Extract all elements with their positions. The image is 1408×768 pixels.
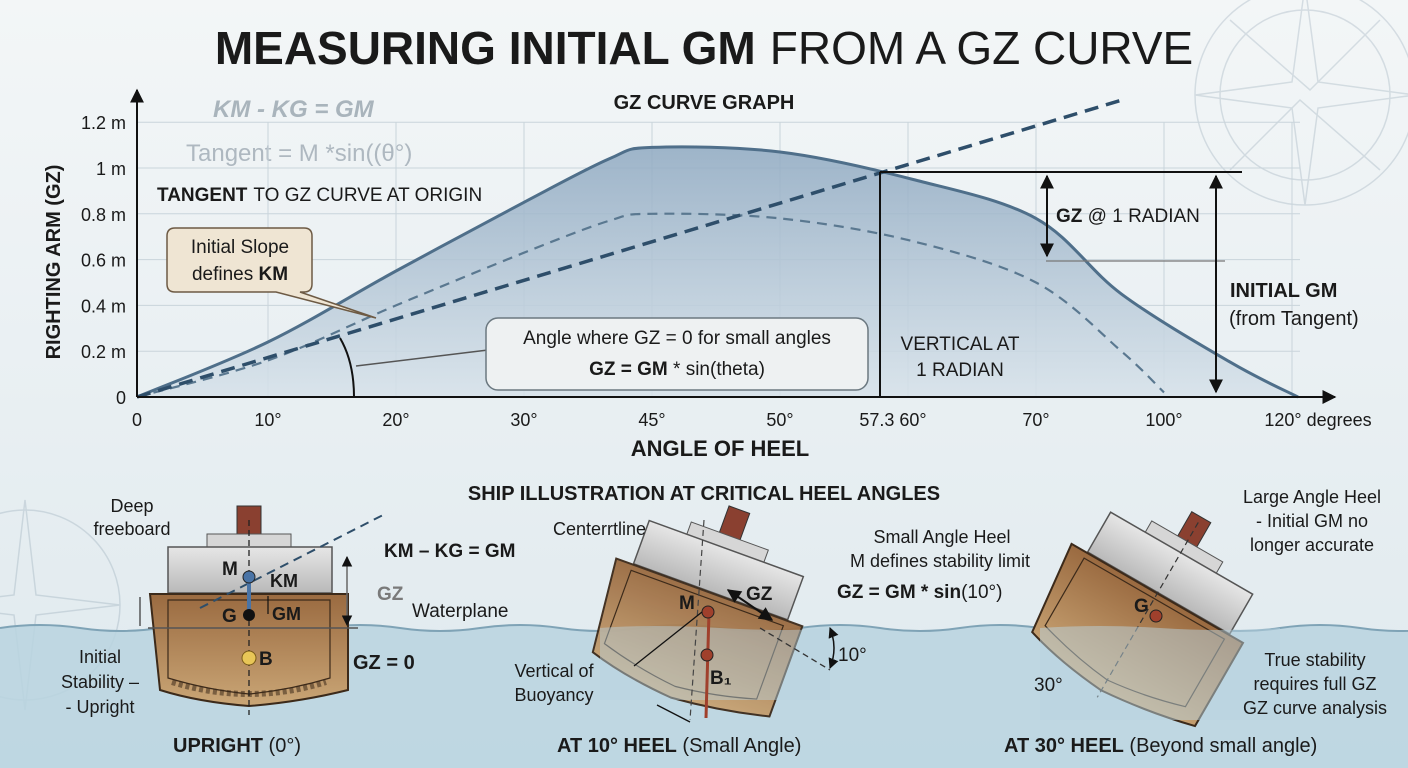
y-tick-label: 1 m xyxy=(96,159,126,179)
small-angle-line2: M defines stability limit xyxy=(850,551,1030,571)
heel10-angle-arc xyxy=(828,627,839,669)
large-angle-line1: Large Angle Heel xyxy=(1243,487,1381,507)
waterplane-label: Waterplane xyxy=(412,601,508,622)
gz-curve-fill xyxy=(137,146,1298,397)
y-tick-label: 0 xyxy=(116,388,126,408)
water-overlay xyxy=(600,626,830,700)
gz-dashed-curve xyxy=(136,212,1165,399)
caption-heel10: AT 10° HEEL (Small Angle) xyxy=(557,735,801,757)
x-tick-label: 100° xyxy=(1145,410,1182,430)
initial-gm-sublabel: (from Tangent) xyxy=(1229,308,1359,330)
upright-km-label: KM xyxy=(270,571,298,591)
y-tick-label: 0.2 m xyxy=(81,342,126,362)
initial-stability-line2: Stability – xyxy=(61,672,139,692)
heel10-m-label: M xyxy=(679,593,695,614)
vertical-at-radian-line2: 1 RADIAN xyxy=(916,360,1004,381)
svg-text:GZ = GM * sin(theta): GZ = GM * sin(theta) xyxy=(589,359,765,380)
svg-text:Initial Slope: Initial Slope xyxy=(191,237,289,258)
y-tick-label: 0.8 m xyxy=(81,205,126,225)
svg-text:Angle where GZ = 0 for small a: Angle where GZ = 0 for small angles xyxy=(523,328,831,349)
svg-text:defines KM: defines KM xyxy=(192,264,288,285)
upright-m-label: M xyxy=(222,559,238,580)
true-stability-line1: True stability xyxy=(1264,650,1365,670)
graph-heading: GZ CURVE GRAPH xyxy=(614,92,795,114)
angle-arc xyxy=(339,337,355,398)
y-tick-label: 0.4 m xyxy=(81,296,126,316)
caption-heel30: AT 30° HEEL (Beyond small angle) xyxy=(1004,735,1317,757)
x-tick-label: 20° xyxy=(382,410,409,430)
callout-initial-slope: Initial Slope defines KM xyxy=(166,227,377,319)
faded-formula-km: KM - KG = GM xyxy=(213,96,375,123)
deep-freeboard-line2: freeboard xyxy=(93,519,170,539)
vertical-of-buoyancy-line xyxy=(704,611,711,719)
true-stability-line3: GZ curve analysis xyxy=(1243,698,1387,718)
x-tick-label: 10° xyxy=(254,410,281,430)
upright-gm-label: GM xyxy=(272,604,301,624)
upright-formula: KM – KG = GM xyxy=(384,541,515,562)
ship-upright xyxy=(139,505,386,715)
heel30-g-label: G xyxy=(1134,596,1149,617)
gz-at-radian-label: GZ @ 1 RADIAN xyxy=(1056,206,1200,227)
heel10-gz-label: GZ xyxy=(746,584,773,605)
tangent-line xyxy=(136,98,1123,399)
vertical-buoyancy-line2: Buoyancy xyxy=(514,685,593,705)
x-tick-label: 57.3 60° xyxy=(859,410,926,430)
faded-formula-tangent: Tangent = M *sin((θ°) xyxy=(186,140,412,167)
y-axis-label: RIGHTING ARM (GZ) xyxy=(43,165,65,360)
true-stability-line2: requires full GZ xyxy=(1253,674,1376,694)
initial-stability-line3: - Upright xyxy=(65,697,134,717)
heel10-centerline xyxy=(689,519,705,721)
x-tick-label: 30° xyxy=(510,410,537,430)
heel10-formula: GZ = GM * sin(10°) xyxy=(837,582,1002,603)
heel10-m-dot xyxy=(701,605,715,619)
caption-upright: UPRIGHT (0°) xyxy=(173,735,301,757)
small-angle-line1: Small Angle Heel xyxy=(873,527,1010,547)
water-overlay-30 xyxy=(1040,626,1280,720)
upright-gz-label: GZ xyxy=(377,584,404,605)
gz-curve xyxy=(136,145,1299,399)
x-tick-label: 120° degrees xyxy=(1264,410,1371,430)
deep-freeboard-line1: Deep xyxy=(110,496,153,516)
heel10-b-dot xyxy=(700,648,714,662)
reference-lines xyxy=(879,171,1242,397)
gz-zero-label: GZ = 0 xyxy=(353,652,415,674)
x-tick-label: 0 xyxy=(132,410,142,430)
compass-rose-icon xyxy=(1194,0,1408,206)
ships-heading: SHIP ILLUSTRATION AT CRITICAL HEEL ANGLE… xyxy=(468,483,940,505)
centerline-label: Centerrtline xyxy=(553,519,646,539)
initial-stability-line1: Initial xyxy=(79,647,121,667)
heel10-b-label: B₁ xyxy=(710,668,732,689)
x-axis-ticks: 0 10° 20° 30° 45° 50° 57.3 60° 70° 100° 120° degr… xyxy=(132,410,1372,430)
heel10-gz-arrow xyxy=(726,589,774,621)
vertical-buoyancy-line1: Vertical of xyxy=(514,661,594,681)
x-tick-label: 45° xyxy=(638,410,665,430)
x-tick-label: 70° xyxy=(1022,410,1049,430)
upright-g-label: G xyxy=(222,606,237,627)
initial-gm-label: INITIAL GM xyxy=(1230,280,1337,302)
heel30-g-dot xyxy=(1149,609,1163,623)
heel10-angle-label: 10° xyxy=(838,645,867,666)
x-tick-label: 50° xyxy=(766,410,793,430)
x-axis-label: ANGLE OF HEEL xyxy=(631,436,809,461)
large-angle-line2: - Initial GM no xyxy=(1256,511,1368,531)
large-angle-line3: longer accurate xyxy=(1250,535,1374,555)
y-axis-ticks: 0 0.2 m 0.4 m 0.6 m 0.8 m 1 m 1.2 m xyxy=(81,113,126,408)
y-tick-label: 0.6 m xyxy=(81,251,126,271)
upright-b-label: B xyxy=(259,649,273,670)
heel30-angle-label: 30° xyxy=(1034,675,1063,696)
vertical-at-radian-line1: VERTICAL AT xyxy=(901,334,1020,355)
callout-angle-gz-zero: Angle where GZ = 0 for small angles GZ =… xyxy=(355,317,869,391)
y-tick-label: 1.2 m xyxy=(81,113,126,133)
